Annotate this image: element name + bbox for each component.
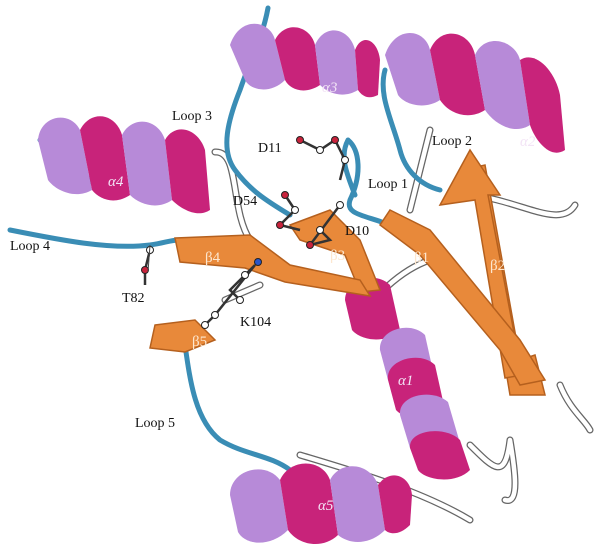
residue-label-k104: K104: [240, 315, 271, 330]
helix-a2: α2: [385, 33, 565, 153]
strand-label-b2: β2: [490, 258, 505, 274]
helix-label-a3: α3: [322, 80, 337, 96]
residue-label-d11: D11: [258, 141, 282, 156]
strand-label-b3: β3: [330, 248, 345, 264]
helix-a1: α1: [345, 278, 470, 480]
helix-a5: α5: [230, 464, 412, 545]
helix-label-a2: α2: [520, 134, 536, 150]
helix-a4: α4: [38, 116, 210, 213]
loop-label-1: Loop 1: [368, 177, 408, 192]
strand-label-b1: β1: [414, 250, 429, 266]
strand-label-b4: β4: [205, 250, 221, 266]
strand-label-b5: β5: [192, 334, 207, 350]
loop-label-3: Loop 3: [172, 109, 212, 124]
helix-a3: α3: [230, 24, 380, 98]
residue-label-t82: T82: [122, 291, 145, 306]
loop-label-5: Loop 5: [135, 416, 175, 431]
loop-label-4: Loop 4: [10, 239, 50, 254]
residue-label-d10: D10: [345, 224, 369, 239]
loop-label-2: Loop 2: [432, 134, 472, 149]
helix-label-a1: α1: [398, 373, 413, 389]
helix-label-a5: α5: [318, 498, 334, 514]
residue-label-d54: D54: [233, 194, 257, 209]
helix-label-a4: α4: [108, 174, 124, 190]
